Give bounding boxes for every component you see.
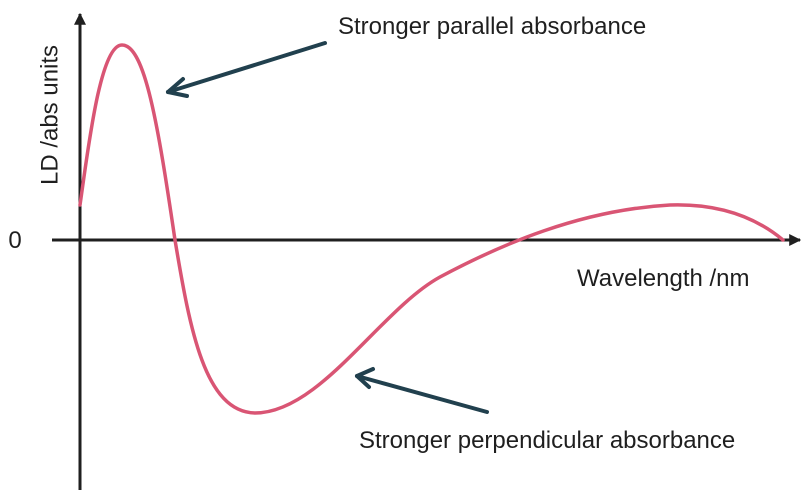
x-axis-label: Wavelength /nm — [577, 265, 750, 292]
ld-curve — [78, 43, 785, 415]
perpendicular-arrow — [355, 367, 489, 414]
zero-label: 0 — [8, 227, 21, 254]
y-axis-label: LD /abs units — [36, 45, 63, 185]
parallel-annotation: Stronger parallel absorbance — [338, 13, 646, 40]
perpendicular-annotation: Stronger perpendicular absorbance — [359, 427, 735, 454]
parallel-arrow — [166, 41, 327, 98]
